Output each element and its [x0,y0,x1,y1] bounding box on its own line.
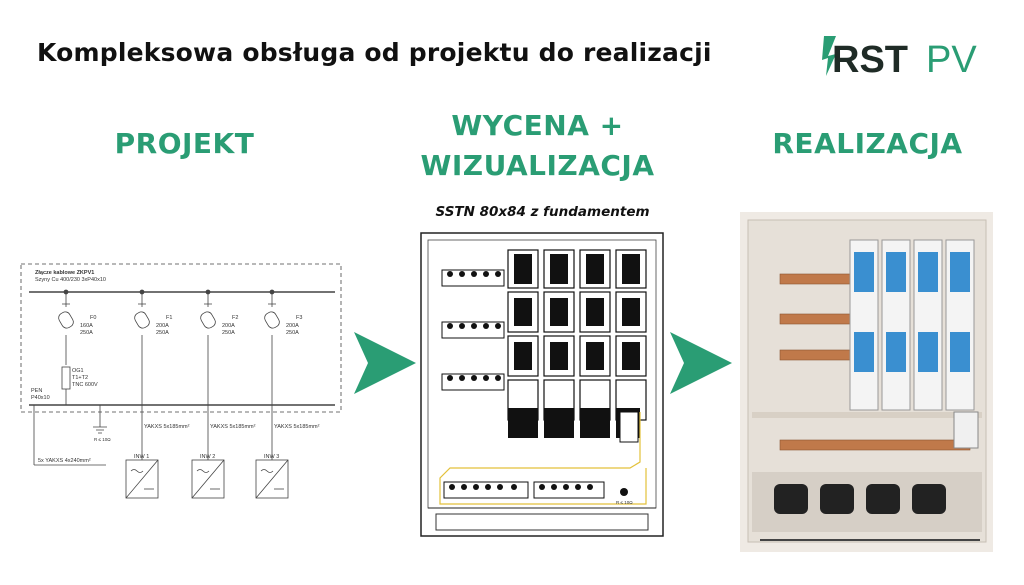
arrow-right-icon [354,332,416,394]
fuse-name: F1 [166,315,172,321]
ground-label: R ≤ 10Ω [94,437,111,442]
pen-label: PEN [31,388,42,394]
ground-label: R ≤ 10Ω [616,500,633,505]
fuse-rating: 250A [80,330,93,336]
cable-label: YAKXS 5x185mm² [274,424,320,430]
page-headline: Kompleksowa obsługa od projektu do reali… [37,38,712,67]
inverter-1 [191,459,225,499]
fuse-rating: 250A [286,330,299,336]
inverter-label: INW 1 [134,454,149,460]
fuse-rating: 200A [156,323,169,329]
rst-pv-logo: RST PV [822,36,977,80]
inverter-0 [125,459,159,499]
fuse-units [849,239,975,411]
section-title-realizacja: REALIZACJA [772,127,963,160]
schematic-subtitle: Szyny Cu 400/230 3xP40x10 [35,277,106,283]
fuse-rating: 250A [156,330,169,336]
fuse-rating: 200A [222,323,235,329]
fuse-branch-0 [58,289,74,405]
fuse-branch-3 [264,289,280,430]
inverter-label: INW 2 [200,454,215,460]
fuse-name: F0 [90,315,96,321]
electrical-schematic: Złącze kablowe ZKPV1 Szyny Cu 400/230 3x… [20,263,342,499]
section-subtitle: SSTN 80x84 z fundamentem [435,204,650,220]
inverter-2 [255,459,289,499]
lightning-icon [822,36,836,76]
surge-label: TNC 600V [72,382,98,388]
surge-label: T1+T2 [72,375,88,381]
logo-sub-text: PV [926,39,977,80]
switchboard-visualization: R ≤ 10Ω [420,232,664,537]
logo-main-text: RST [832,39,908,80]
cable-label: YAKXS 5x185mm² [144,424,190,430]
schematic-title: Złącze kablowe ZKPV1 [35,270,94,276]
fuse-name: F2 [232,315,238,321]
fuse-rating: 250A [222,330,235,336]
enclosure-outline [20,263,342,413]
arrow-right-icon [670,332,732,394]
inverter-label: INW 3 [264,454,279,460]
fuse-name: F3 [296,315,302,321]
fuse-rating: 200A [286,323,299,329]
pen-label: P40x10 [31,395,50,401]
switchboard-photo [740,212,993,552]
fuse-rating: 160A [80,323,93,329]
section-title-wycena: WYCENA + WIZUALIZACJA [400,106,675,186]
main-cable-label: 5x YAKXS 4x240mm² [38,458,91,464]
fuse-branch-2 [200,289,216,430]
section-title-line1: WYCENA + [451,109,624,142]
fuse-branch-1 [134,289,150,430]
cable-label: YAKXS 5x185mm² [210,424,256,430]
section-title-line2: WIZUALIZACJA [420,149,655,182]
surge-label: OG1 [72,368,84,374]
section-title-projekt: PROJEKT [114,127,255,160]
